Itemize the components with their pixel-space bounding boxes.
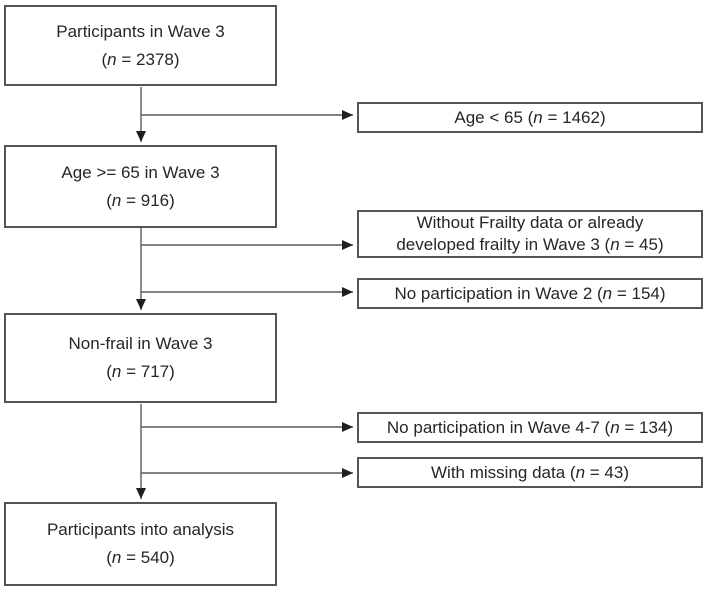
exclusion-label: With missing data (n = 43) [431,462,629,484]
node-excluded-no-wave47: No participation in Wave 4-7 (n = 134) [357,412,703,443]
n-value: = 43) [585,462,629,482]
node-excluded-no-wave2: No participation in Wave 2 (n = 154) [357,278,703,309]
exclusion-label: No participation in Wave 2 (n = 154) [394,283,665,305]
n-prefix: ( [106,362,112,381]
exclusion-text: No participation in Wave 2 ( [394,283,603,303]
node-title: Age >= 65 in Wave 3 [61,162,220,182]
n-prefix: ( [106,190,112,210]
node-nonfrail-wave3: Non-frail in Wave 3 (n = 717) [4,313,277,403]
node-sample-size: (n = 540) [106,544,175,572]
node-participants-analysis: Participants into analysis (n = 540) [4,502,277,586]
exclusion-text: developed frailty in Wave 3 ( [396,235,611,254]
exclusion-label-line2: developed frailty in Wave 3 (n = 45) [396,234,663,256]
node-excluded-age-under-65: Age < 65 (n = 1462) [357,102,703,133]
n-prefix: ( [106,548,112,567]
exclusion-text: With missing data ( [431,462,576,482]
n-value: = 540) [121,548,175,567]
n-symbol: n [533,107,543,127]
n-prefix: ( [101,49,108,69]
n-symbol: n [111,548,122,567]
node-excluded-missing-data: With missing data (n = 43) [357,457,703,488]
n-value: = 1462) [542,107,606,127]
n-value: = 134) [619,417,674,437]
n-value: = 2378) [116,49,180,69]
exclusion-text: Age < 65 ( [454,107,534,127]
n-symbol: n [610,417,620,437]
node-sample-size: (n = 2378) [102,46,180,74]
node-sample-size: (n = 717) [106,358,175,386]
n-symbol: n [610,235,620,254]
node-sample-size: (n = 916) [106,187,175,215]
n-symbol: n [111,190,122,210]
exclusion-label-line1: Without Frailty data or already [416,213,644,232]
n-symbol: n [602,283,613,303]
n-value: = 154) [612,283,666,303]
n-symbol: n [575,462,586,482]
n-symbol: n [107,49,117,69]
node-title: Non-frail in Wave 3 [68,334,213,353]
node-excluded-frailty-data: Without Frailty data or already develope… [357,210,703,258]
exclusion-text: No participation in Wave 4-7 ( [386,417,611,437]
n-value: = 717) [121,362,175,381]
node-title: Participants in Wave 3 [56,21,225,41]
node-age65-wave3: Age >= 65 in Wave 3 (n = 916) [4,145,277,228]
node-title: Participants into analysis [46,520,235,539]
n-symbol: n [111,362,122,381]
n-value: = 916) [121,190,175,210]
node-participants-wave3: Participants in Wave 3 (n = 2378) [4,5,277,86]
n-value: = 45) [619,235,664,254]
exclusion-label: No participation in Wave 4-7 (n = 134) [387,417,673,439]
exclusion-label: Age < 65 (n = 1462) [454,107,605,129]
